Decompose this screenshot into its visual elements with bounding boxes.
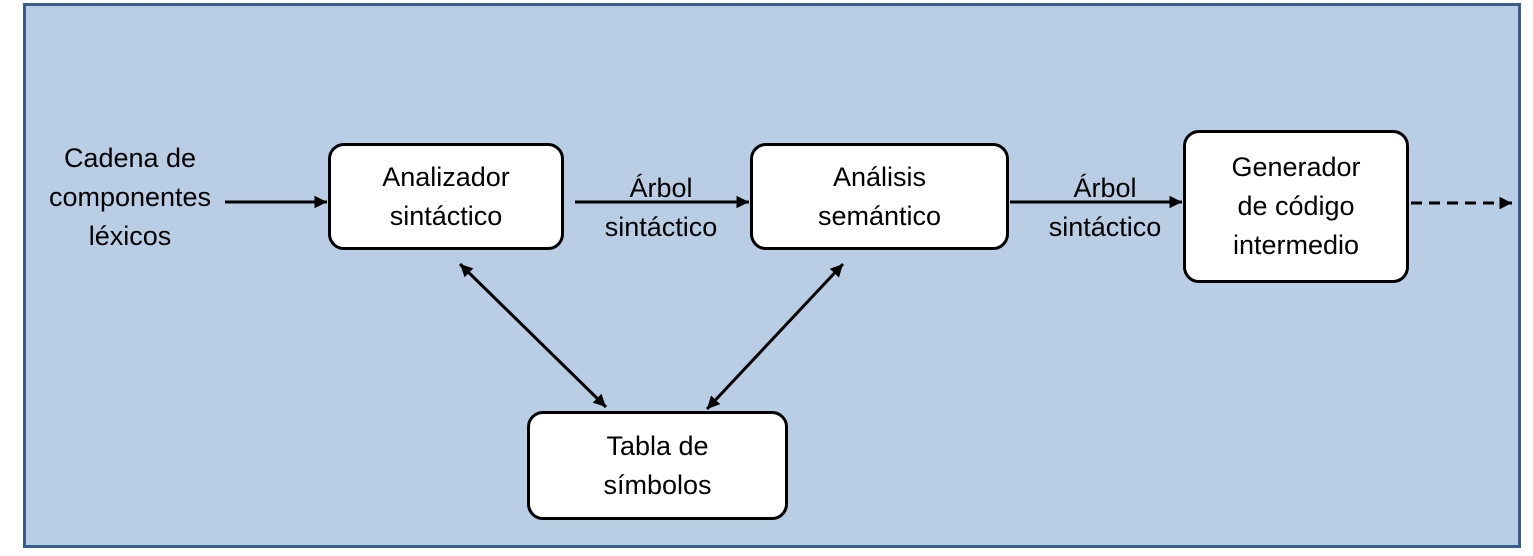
edge-parser-symtab-bidirectional <box>458 262 608 409</box>
edge-semantic-symtab-bidirectional <box>705 262 845 411</box>
edge-label-parser-semantic: Árbol sintáctico <box>604 173 718 242</box>
edge-label-semantic-codegen: Árbol sintáctico <box>1048 173 1162 242</box>
node-codegen[interactable]: Generador de código intermedio <box>1183 130 1409 283</box>
input-label: Cadena de componentes léxicos <box>48 143 212 251</box>
node-symbol-table[interactable]: Tabla de símbolos <box>527 411 788 520</box>
node-parser[interactable]: Analizador sintáctico <box>328 143 564 250</box>
node-semantic[interactable]: Análisis semántico <box>750 143 1009 250</box>
